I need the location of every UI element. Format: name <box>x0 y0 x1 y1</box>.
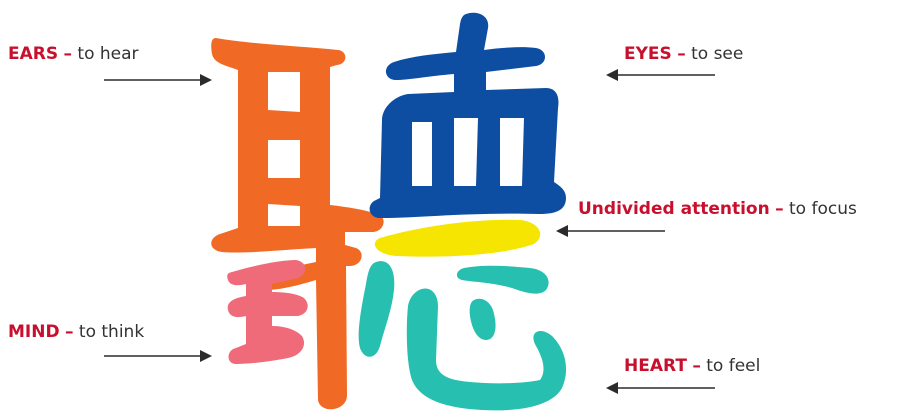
attention-label: Undivided attention – to focus <box>578 199 857 219</box>
attention-label-key: Undivided attention <box>578 199 770 219</box>
arrow-left-icon <box>556 225 568 237</box>
arrow-heart <box>606 382 715 394</box>
mind-label-text: to think <box>78 322 145 342</box>
eyes-label: EYES – to see <box>624 44 743 64</box>
mind-label-key: MIND <box>8 322 60 342</box>
mind-label-dash: – <box>65 322 74 342</box>
heart-label-text: to feel <box>706 356 761 376</box>
ears-label-key: EARS <box>8 44 59 64</box>
arrow-eyes <box>606 69 715 81</box>
arrow-right-icon <box>200 74 212 86</box>
heart-label: HEART – to feel <box>624 356 760 376</box>
arrow-attention <box>556 225 665 237</box>
attention-label-text: to focus <box>789 199 857 219</box>
attention-label-dash: – <box>775 199 784 219</box>
arrow-left-icon <box>606 382 618 394</box>
eyes-label-dash: – <box>677 44 686 64</box>
heart-label-key: HEART <box>624 356 687 376</box>
arrow-right-icon <box>200 350 212 362</box>
ears-label-dash: – <box>63 44 73 64</box>
attention-stroke <box>374 219 541 257</box>
ears-label: EARS – to hear <box>8 44 139 64</box>
arrow-left-icon <box>606 69 618 81</box>
ears-label-text: to hear <box>77 44 139 64</box>
eyes-radical <box>369 12 566 218</box>
heart-radical <box>358 261 567 411</box>
ears-radical <box>211 38 384 410</box>
eyes-label-text: to see <box>691 44 744 64</box>
arrow-mind <box>104 350 212 362</box>
mind-label: MIND – to think <box>8 322 144 342</box>
arrow-ears <box>104 74 212 86</box>
heart-label-dash: – <box>692 356 701 376</box>
mind-stroke <box>227 260 308 364</box>
eyes-label-key: EYES <box>624 44 672 64</box>
